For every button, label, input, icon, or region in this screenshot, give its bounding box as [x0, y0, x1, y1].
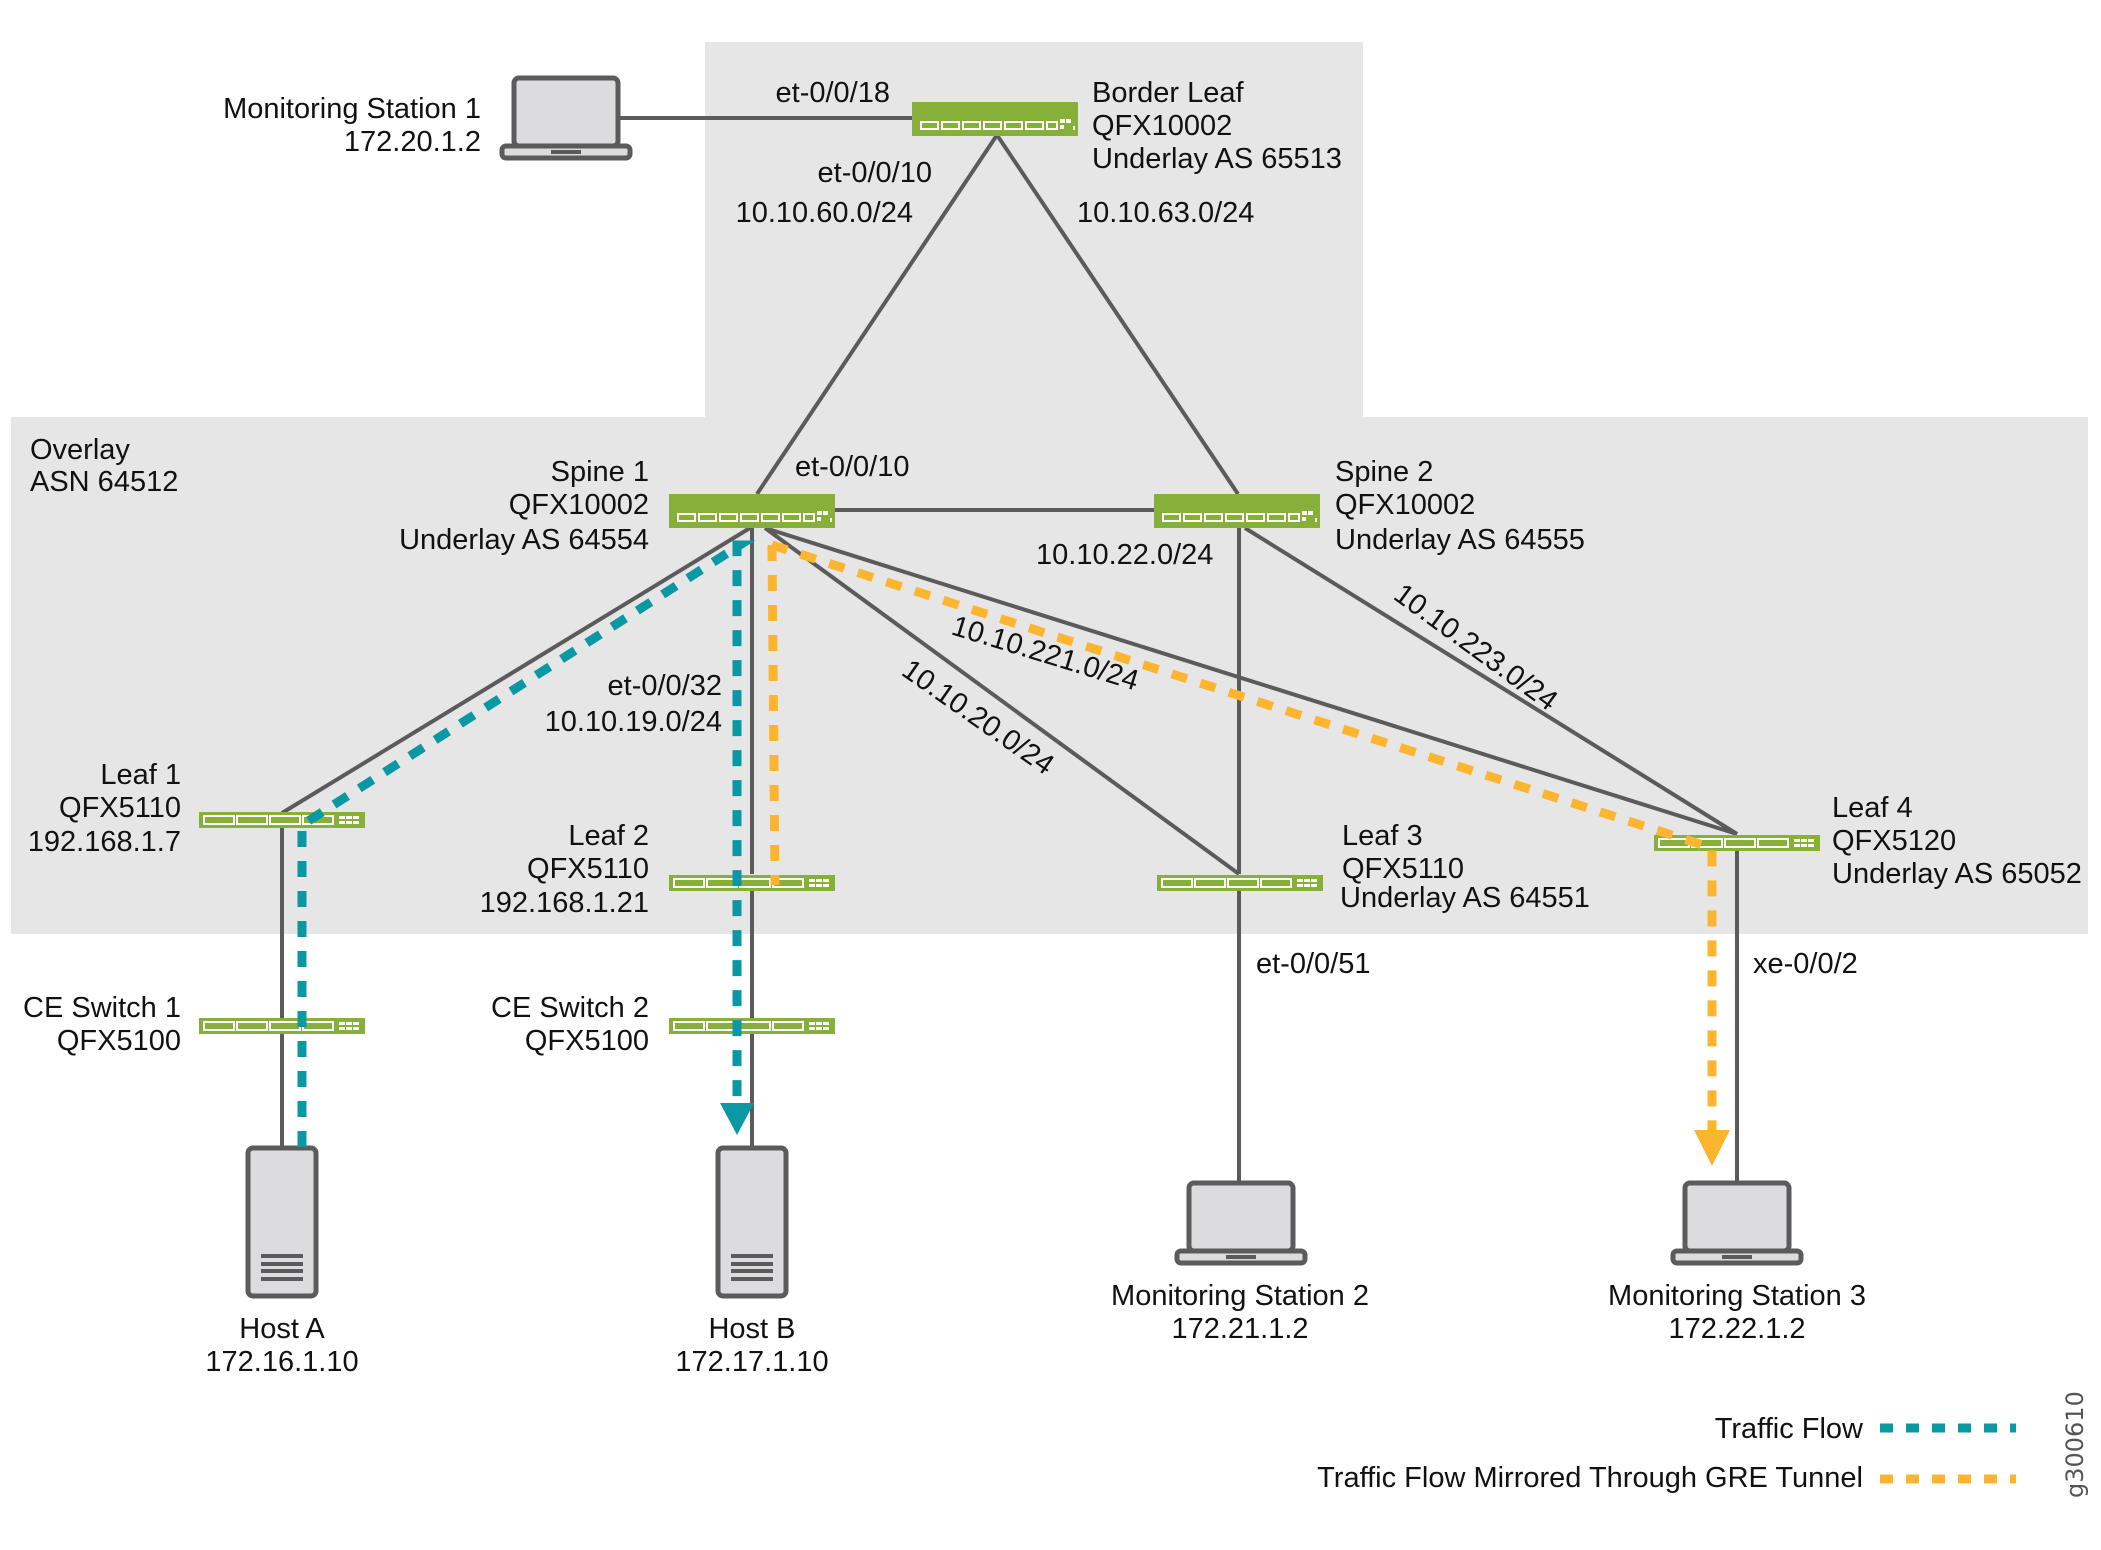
port-label-et-0-0-51: et-0/0/51	[1256, 948, 1370, 980]
spine-1-name: Spine 1	[551, 456, 649, 488]
port-label-spine1-spine2: et-0/0/10	[795, 451, 909, 483]
port-label-et-0-0-18: et-0/0/18	[776, 77, 890, 109]
host-b-ip: 172.17.1.10	[675, 1346, 828, 1378]
border-leaf-name: Border Leaf	[1092, 77, 1244, 109]
link-spine-2-leaf-4	[1243, 526, 1739, 836]
monitoring-station-3-ip: 172.22.1.2	[1668, 1313, 1805, 1345]
subnet-label-10-10-63: 10.10.63.0/24	[1077, 197, 1254, 229]
spine-2-model: QFX10002	[1335, 489, 1475, 521]
port-label-border-spine1: et-0/0/10	[818, 157, 932, 189]
leaf-3-switch-icon[interactable]	[1156, 874, 1324, 892]
monitoring-station-3-name: Monitoring Station 3	[1608, 1280, 1866, 1312]
leaf-3-name: Leaf 3	[1342, 820, 1423, 852]
traffic-flow-arrowhead-icon	[720, 1103, 754, 1135]
monitoring-station-2-name: Monitoring Station 2	[1111, 1280, 1369, 1312]
leaf-4-name: Leaf 4	[1832, 792, 1913, 824]
ce-switch-1-name: CE Switch 1	[23, 992, 181, 1024]
leaf-4-model: QFX5120	[1832, 825, 1956, 857]
border-leaf-switch-icon[interactable]	[911, 101, 1079, 137]
monitoring-station-2-laptop-icon[interactable]	[1177, 1183, 1305, 1263]
subnet-label-10-10-19: 10.10.19.0/24	[545, 706, 722, 738]
overlay-asn-label: ASN 64512	[30, 466, 178, 498]
leaf-2-ip: 192.168.1.21	[480, 887, 649, 919]
leaf-1-ip: 192.168.1.7	[28, 826, 181, 858]
legend-mirrored-flow-label: Traffic Flow Mirrored Through GRE Tunnel	[1317, 1462, 1863, 1494]
monitoring-station-1-laptop-icon[interactable]	[502, 78, 630, 158]
traffic-flow-segment	[297, 540, 756, 1147]
leaf-3-as: Underlay AS 64551	[1340, 882, 1590, 914]
link-spine-1-leaf-1	[280, 526, 752, 815]
mirrored-flow-path	[767, 540, 1730, 1166]
port-label-et-0-0-32: et-0/0/32	[608, 670, 722, 702]
leaf-2-switch-icon[interactable]	[668, 874, 836, 892]
leaf-4-switch-icon[interactable]	[1653, 834, 1821, 852]
mirrored-flow-arrowhead-icon	[1694, 1130, 1730, 1166]
spine-1-switch-icon[interactable]	[668, 493, 836, 529]
traffic-flow-path	[297, 540, 756, 1147]
link-spine-1-leaf-3	[763, 526, 1241, 876]
spine-2-as: Underlay AS 64555	[1335, 524, 1585, 556]
overlay-zone	[11, 417, 2088, 934]
host-b-server-icon[interactable]	[718, 1148, 786, 1296]
host-a-server-icon[interactable]	[248, 1148, 316, 1296]
link-border-leaf-spine-2	[995, 133, 1240, 496]
legend: Traffic Flow Traffic Flow Mirrored Throu…	[1317, 1413, 2016, 1494]
monitoring-station-1-name: Monitoring Station 1	[223, 93, 481, 125]
legend-traffic-flow-label: Traffic Flow	[1715, 1413, 1864, 1445]
overlay-label: Overlay	[30, 434, 130, 466]
mirrored-flow-segment	[770, 540, 1717, 1130]
monitoring-station-2-ip: 172.21.1.2	[1171, 1313, 1308, 1345]
subnet-label-10-10-22: 10.10.22.0/24	[1036, 539, 1213, 571]
spine-2-switch-icon[interactable]	[1153, 493, 1321, 529]
border-leaf-model: QFX10002	[1092, 110, 1232, 142]
border-leaf-as: Underlay AS 65513	[1092, 143, 1342, 175]
link-spine-1-leaf-4	[764, 526, 1738, 836]
host-b-name: Host B	[708, 1313, 795, 1345]
leaf-2-model: QFX5110	[527, 853, 649, 885]
spine-1-as: Underlay AS 64554	[399, 524, 649, 556]
leaf-1-switch-icon[interactable]	[198, 811, 366, 829]
leaf-2-name: Leaf 2	[568, 820, 649, 852]
monitoring-station-1-ip: 172.20.1.2	[344, 126, 481, 158]
ce-switch-2-switch-icon[interactable]	[668, 1017, 836, 1035]
mirrored-flow-segment	[767, 544, 780, 886]
monitoring-station-3-laptop-icon[interactable]	[1673, 1183, 1801, 1263]
ce-switch-1-switch-icon[interactable]	[198, 1017, 366, 1035]
leaf-3-model: QFX5110	[1342, 853, 1464, 885]
leaf-4-as: Underlay AS 65052	[1832, 858, 2082, 890]
spine-1-model: QFX10002	[509, 489, 649, 521]
subnet-label-10-10-60: 10.10.60.0/24	[736, 197, 913, 229]
ce-switch-1-model: QFX5100	[57, 1025, 181, 1057]
links	[280, 116, 1739, 1182]
ce-switch-2-model: QFX5100	[525, 1025, 649, 1057]
leaf-1-model: QFX5110	[59, 792, 181, 824]
spine-2-name: Spine 2	[1335, 456, 1433, 488]
host-a-ip: 172.16.1.10	[205, 1346, 358, 1378]
link-border-leaf-spine-1	[755, 133, 999, 496]
port-label-xe-0-0-2: xe-0/0/2	[1753, 948, 1858, 980]
host-a-name: Host A	[239, 1313, 325, 1345]
figure-id: g300610	[2061, 1391, 2089, 1498]
ce-switch-2-name: CE Switch 2	[491, 992, 649, 1024]
leaf-1-name: Leaf 1	[100, 759, 181, 791]
